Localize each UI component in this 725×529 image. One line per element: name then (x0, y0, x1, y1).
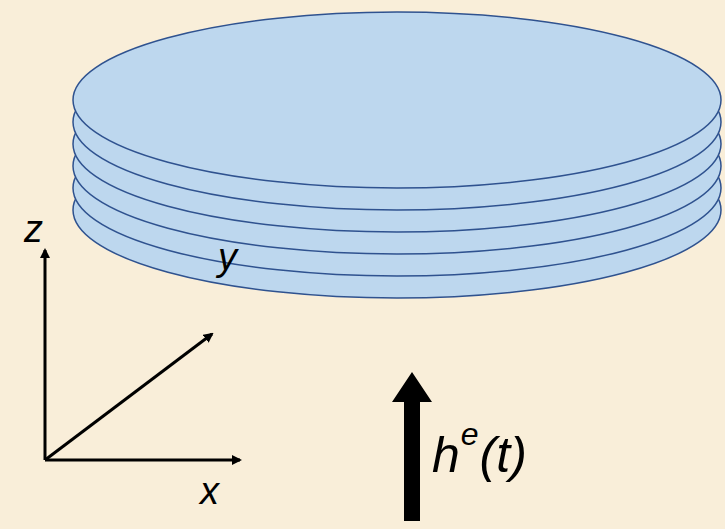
x-axis (45, 459, 240, 462)
field-label: (t) (480, 430, 527, 480)
disk-layer (73, 12, 721, 188)
axis-label: y (218, 238, 237, 276)
disk-stack (73, 12, 721, 298)
field-label: h (432, 430, 460, 480)
y-axis (45, 334, 212, 460)
field-superscript: e (461, 418, 479, 450)
field-arrow (392, 372, 432, 521)
axis-label: z (24, 210, 43, 248)
axis-label: x (200, 472, 219, 510)
z-axis (44, 250, 47, 460)
